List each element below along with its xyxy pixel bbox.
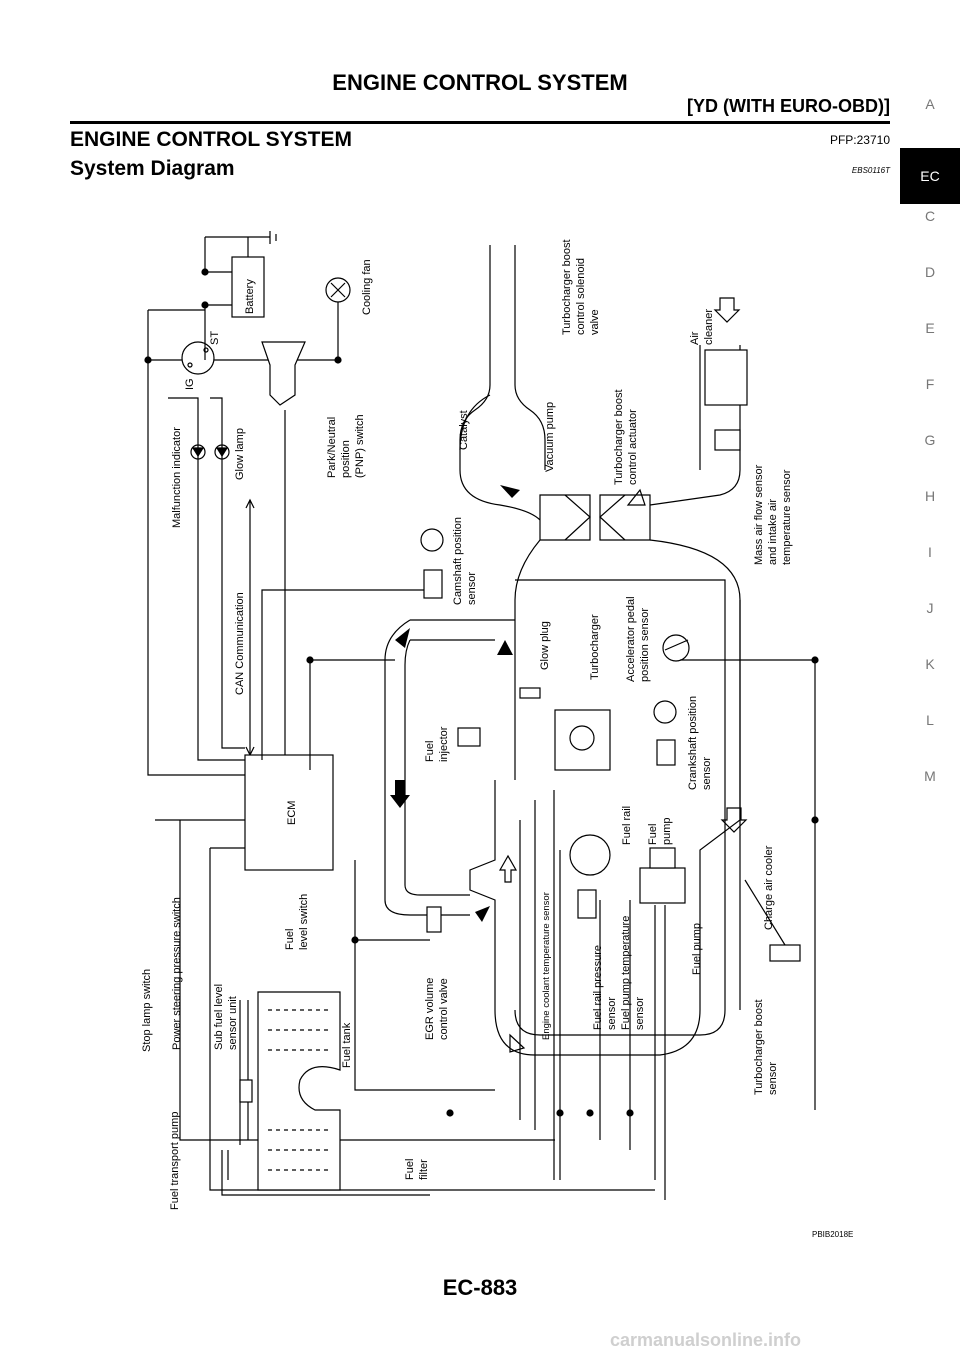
side-tab-l[interactable]: L: [926, 712, 934, 728]
label-fuel-level-switch-2: level switch: [298, 894, 310, 950]
label-fuel-injector-1: Fuel: [424, 741, 436, 762]
label-can: CAN Communication: [234, 592, 246, 695]
label-crankshaft-2: sensor: [701, 757, 713, 790]
label-fuel-rail-pressure-2: sensor: [606, 997, 618, 1030]
section-title: ENGINE CONTROL SYSTEM: [70, 128, 352, 151]
label-fuel-pump-temp-2: sensor: [634, 997, 646, 1030]
label-tb-solenoid-2: control solenoid: [575, 258, 587, 335]
label-fuel-pump-bottom: Fuel pump: [691, 923, 703, 975]
side-tab-m[interactable]: M: [924, 768, 936, 784]
label-air-cleaner-1: Air: [689, 331, 701, 345]
label-tb-actuator-1: Turbocharger boost: [613, 389, 625, 485]
label-maf-1: Mass air flow sensor: [753, 464, 765, 565]
label-camshaft-2: sensor: [466, 572, 478, 605]
label-park-neutral-3: (PNP) switch: [354, 414, 366, 478]
side-tab-i[interactable]: I: [928, 544, 932, 560]
label-fuel-pump-top-2: pump: [661, 817, 673, 845]
label-ig: IG: [184, 378, 196, 390]
subsection-code: EBS0116T: [851, 166, 890, 175]
side-tab-e[interactable]: E: [925, 320, 935, 336]
label-glow-lamp: Glow lamp: [234, 428, 246, 480]
label-tb-solenoid-1: Turbocharger boost: [561, 239, 573, 335]
label-charge-air-cooler: Charge air cooler: [763, 845, 775, 930]
figure-code: PBIB2018E: [812, 1230, 854, 1239]
label-fuel-level-switch-1: Fuel: [284, 929, 296, 950]
side-tab-d[interactable]: D: [924, 264, 936, 280]
label-fuel-transport: Fuel transport pump: [169, 1112, 181, 1210]
page-header-title: ENGINE CONTROL SYSTEM: [332, 70, 628, 95]
label-malfunction-indicator: Malfunction indicator: [171, 427, 183, 528]
label-tb-actuator-2: control actuator: [627, 409, 639, 485]
side-tab-ec[interactable]: EC: [900, 148, 960, 204]
label-fuel-pump-top-1: Fuel: [647, 824, 659, 845]
label-camshaft-1: Camshaft position: [452, 517, 464, 605]
label-egr-2: control valve: [438, 978, 450, 1040]
side-tab-a[interactable]: A: [925, 96, 935, 112]
label-egr-1: EGR volume: [424, 978, 436, 1040]
label-st: ST: [209, 331, 221, 345]
label-maf-2: and intake air: [767, 499, 779, 565]
label-ecm: ECM: [286, 801, 298, 825]
side-tab-c[interactable]: C: [924, 208, 936, 224]
subsection-title: System Diagram: [70, 157, 235, 180]
label-fuel-filter-2: filter: [418, 1159, 430, 1180]
label-fuel-filter-1: Fuel: [404, 1159, 416, 1180]
label-engine-coolant-temp: Engine coolant temperature sensor: [541, 892, 552, 1040]
label-air-cleaner-2: cleaner: [703, 309, 715, 345]
label-tb-boost-sensor-1: Turbocharger boost: [753, 999, 765, 1095]
label-stop-lamp: Stop lamp switch: [141, 969, 153, 1052]
label-park-neutral-1: Park/Neutral: [326, 417, 338, 478]
label-tb-boost-sensor-2: sensor: [767, 1062, 779, 1095]
page-header-subtitle: [YD (WITH EURO-OBD)]: [687, 96, 890, 116]
label-accel-2: position sensor: [639, 608, 651, 682]
label-fuel-rail: Fuel rail: [621, 806, 633, 845]
label-battery: Battery: [244, 279, 256, 314]
side-tab-f[interactable]: F: [925, 376, 935, 392]
label-vacuum-pump: Vacuum pump: [544, 402, 556, 472]
label-catalyst: Catalyst: [458, 410, 470, 450]
label-glow-plug: Glow plug: [539, 621, 551, 670]
label-fuel-pump-temp-1: Fuel pump temperature: [620, 916, 632, 1030]
label-turbocharger: Turbocharger: [589, 614, 601, 680]
page-number: EC-883: [442, 1275, 518, 1300]
label-park-neutral-2: position: [340, 440, 352, 478]
section-code: PFP:23710: [829, 133, 890, 147]
label-fuel-rail-pressure-1: Fuel rail pressure: [592, 945, 604, 1030]
footer-watermark[interactable]: carmanualsonline.info: [610, 1330, 802, 1350]
side-tab-k[interactable]: K: [925, 656, 935, 672]
label-fuel-tank: Fuel tank: [341, 1022, 353, 1068]
label-sub-fuel-1: Sub fuel level: [213, 984, 225, 1050]
label-tb-solenoid-3: valve: [589, 309, 601, 335]
side-tab-g[interactable]: G: [924, 432, 936, 448]
side-tab-index: A EC C D E F G H I J K L M: [900, 92, 960, 820]
label-cooling-fan: Cooling fan: [361, 259, 373, 315]
side-tab-j[interactable]: J: [926, 600, 934, 616]
label-accel-1: Accelerator pedal: [625, 596, 637, 682]
header-rule: [70, 121, 890, 124]
label-sub-fuel-2: sensor unit: [227, 996, 239, 1050]
label-crankshaft-1: Crankshaft position: [687, 696, 699, 790]
side-tab-h[interactable]: H: [924, 488, 936, 504]
label-ps-pressure: Power steering pressure switch: [171, 897, 183, 1050]
label-maf-3: temperature sensor: [781, 469, 793, 565]
label-fuel-injector-2: injector: [438, 726, 450, 762]
